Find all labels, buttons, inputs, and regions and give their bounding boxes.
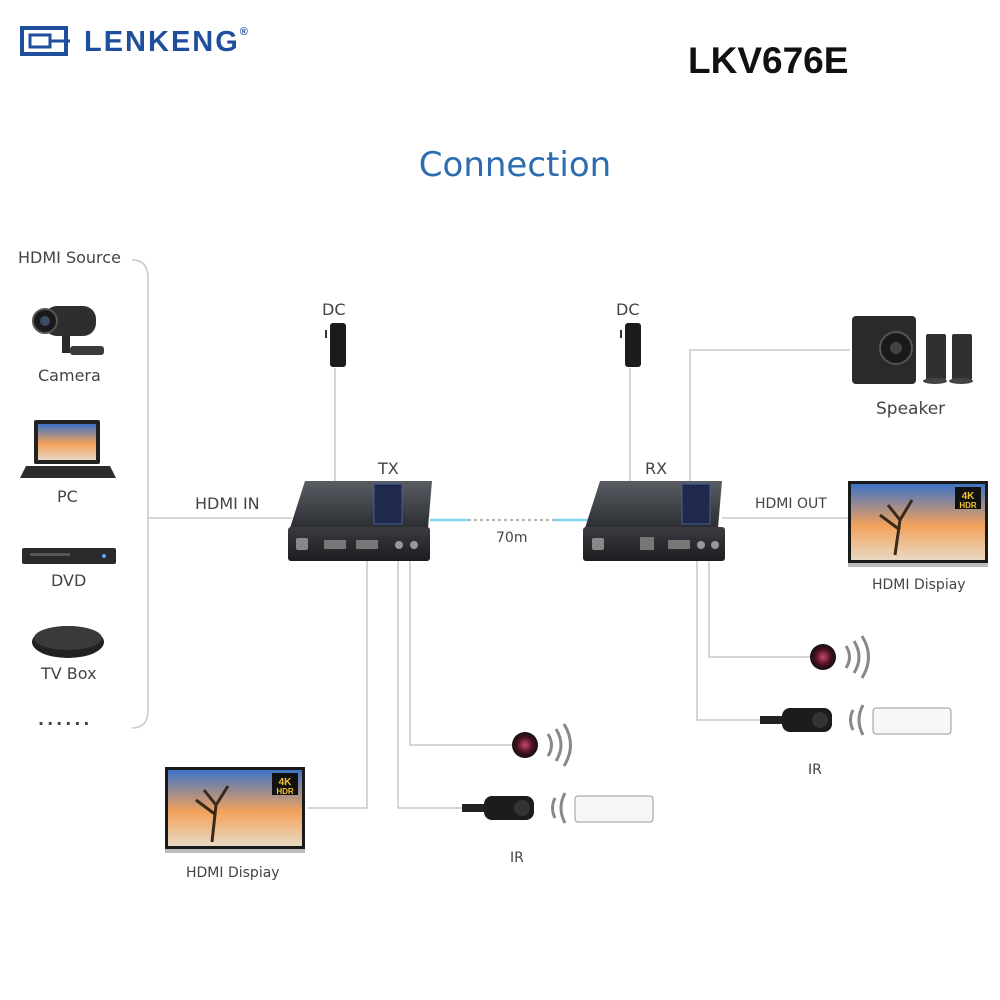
rx-ir-tx-line bbox=[696, 560, 762, 721]
dc-adapter-rx-icon bbox=[620, 323, 641, 367]
display-left-label: HDMI Dispiay bbox=[186, 865, 280, 881]
pc-laptop-icon bbox=[20, 420, 116, 478]
camera-icon bbox=[32, 306, 104, 355]
distance-label: 70m bbox=[496, 530, 528, 546]
ir-right-label: IR bbox=[808, 762, 822, 778]
rx-ir-rx-line bbox=[708, 560, 812, 658]
ir-left-label: IR bbox=[510, 850, 524, 866]
connection-lines bbox=[131, 259, 850, 809]
speaker-icon bbox=[852, 316, 973, 384]
display-right-icon bbox=[848, 481, 988, 567]
dvd-player-icon bbox=[22, 548, 116, 564]
tx-label: TX bbox=[378, 459, 399, 478]
dc-rx-label: DC bbox=[616, 300, 640, 319]
tx-unit-icon bbox=[288, 481, 432, 561]
source-more: ...... bbox=[38, 710, 93, 729]
brand-logo: LENKENG® bbox=[20, 24, 250, 60]
ir-receiver-left-icon bbox=[512, 723, 572, 767]
display-right-label: HDMI Dispiay bbox=[872, 577, 966, 593]
hdr-badge-right-hdr: HDR bbox=[959, 501, 977, 510]
rx-label: RX bbox=[645, 459, 668, 478]
tv-box-icon bbox=[32, 626, 104, 658]
hdmi-in-label: HDMI IN bbox=[195, 494, 260, 513]
tx-ir-tx-line bbox=[397, 560, 462, 809]
source-bracket bbox=[131, 259, 149, 729]
rx-speaker-line bbox=[689, 349, 850, 490]
hdr-badge-left-hdr: HDR bbox=[276, 787, 294, 796]
display-left-icon bbox=[165, 767, 305, 853]
tx-ir-rx-line bbox=[409, 560, 512, 746]
source-title: HDMI Source bbox=[18, 248, 121, 267]
source-pc-label: PC bbox=[57, 487, 78, 506]
tx-loop-out-line bbox=[308, 560, 368, 809]
dc-tx-label: DC bbox=[322, 300, 346, 319]
brand-name: LENKENG® bbox=[84, 25, 250, 58]
source-camera-label: Camera bbox=[38, 366, 101, 385]
dc-adapter-tx-icon bbox=[325, 323, 346, 367]
ir-emitter-right-icon bbox=[760, 704, 952, 736]
model-number: LKV676E bbox=[688, 40, 849, 81]
hdr-badge-left-4k: 4K bbox=[279, 777, 293, 788]
speaker-label: Speaker bbox=[876, 399, 946, 419]
rx-unit-icon bbox=[583, 481, 725, 561]
source-tvbox-label: TV Box bbox=[41, 664, 97, 683]
ir-receiver-right-icon bbox=[810, 635, 870, 679]
diagram-heading: Connection bbox=[418, 145, 612, 185]
hdmi-out-label: HDMI OUT bbox=[755, 496, 827, 512]
ir-emitter-left-icon bbox=[462, 792, 654, 824]
hdr-badge-right-4k: 4K bbox=[962, 491, 976, 502]
source-dvd-label: DVD bbox=[51, 571, 87, 590]
lenkeng-logo-icon bbox=[20, 26, 70, 56]
